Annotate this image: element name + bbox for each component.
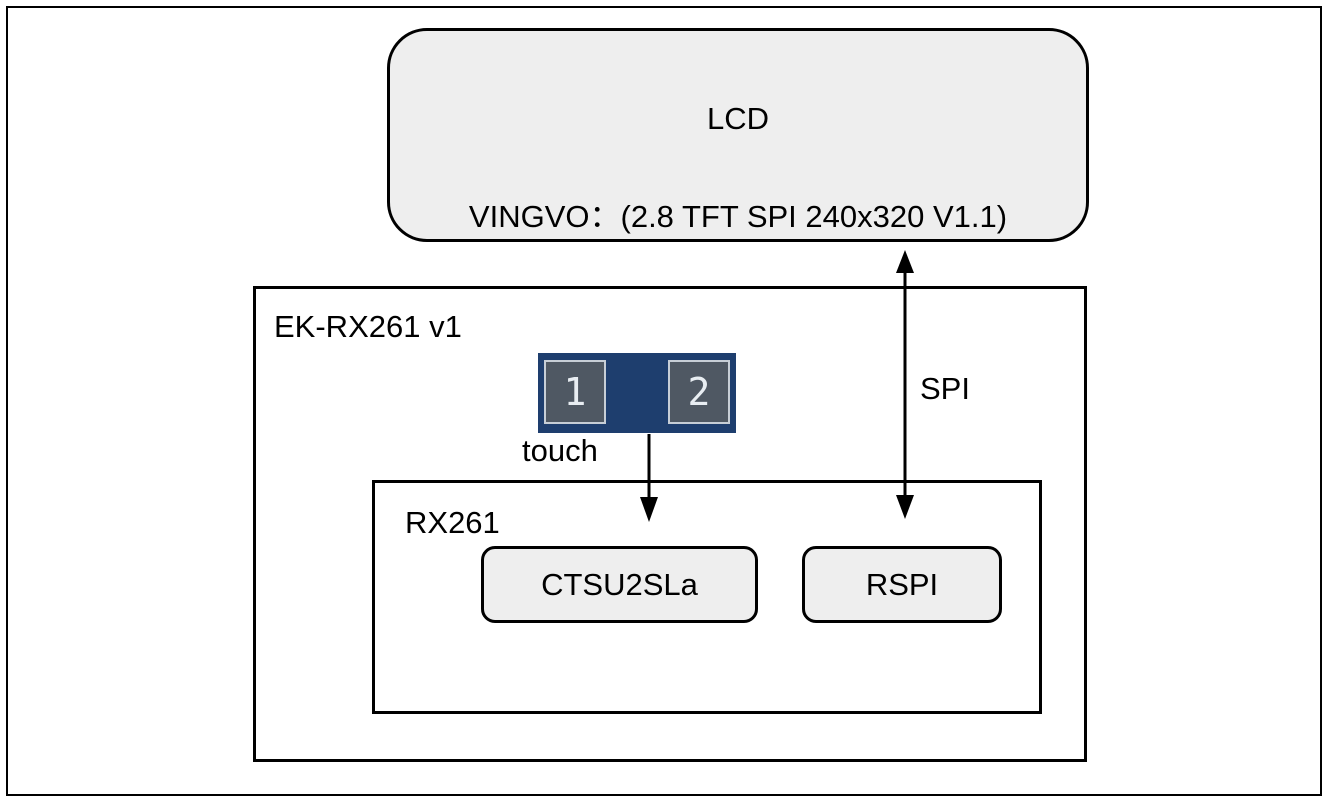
lcd-title: LCD — [706, 101, 769, 136]
touch-key-2: 2 — [668, 360, 730, 424]
touch-panel: 1 2 — [538, 353, 736, 433]
rspi-module: RSPI — [802, 546, 1002, 623]
rspi-module-label: RSPI — [865, 566, 939, 602]
touch-label: touch — [522, 433, 598, 468]
board-label: EK-RX261 v1 — [274, 309, 462, 344]
lcd-box: LCD VINGVO：(2.8 TFT SPI 240x320 V1.1) — [387, 28, 1089, 242]
ctsu-module-label: CTSU2SLa — [541, 566, 698, 602]
board-box — [253, 286, 1087, 762]
touch-key-1: 1 — [544, 360, 606, 424]
lcd-subtitle: VINGVO：(2.8 TFT SPI 240x320 V1.1) — [468, 199, 1008, 234]
spi-label: SPI — [920, 371, 970, 406]
mcu-box — [372, 480, 1042, 714]
mcu-label: RX261 — [405, 505, 500, 540]
ctsu-module: CTSU2SLa — [481, 546, 758, 623]
